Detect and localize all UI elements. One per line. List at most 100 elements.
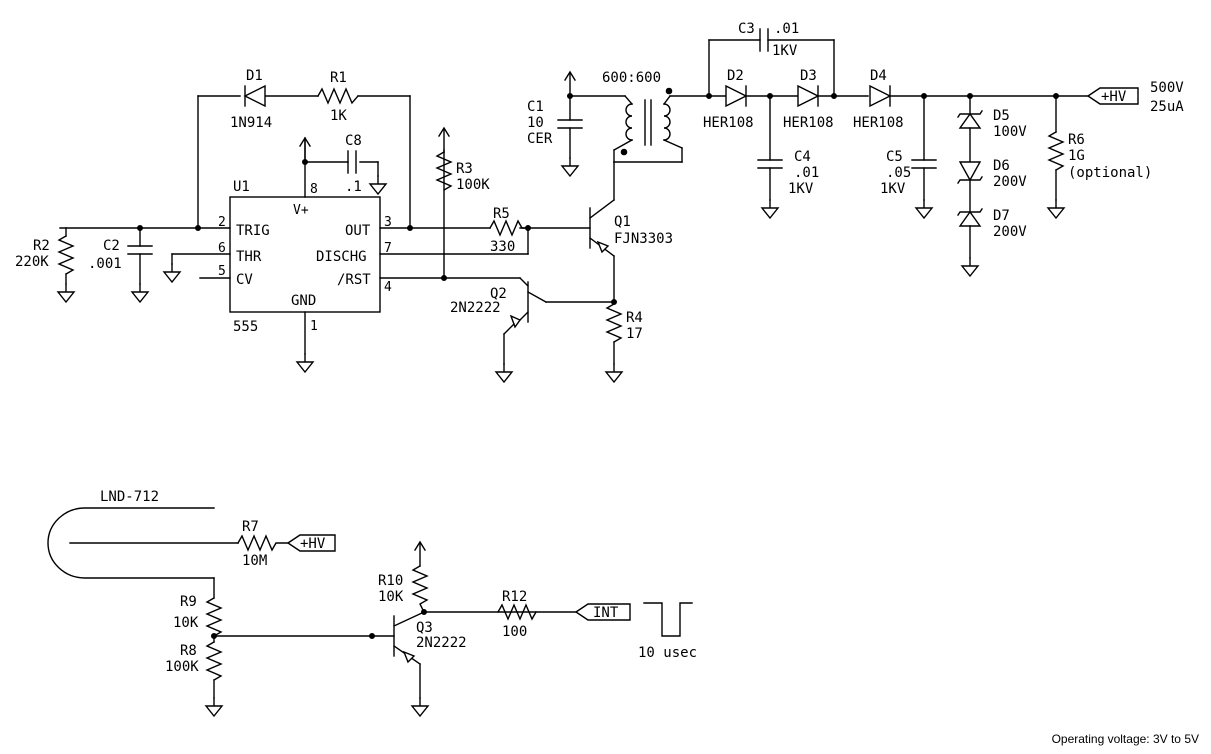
zener-chain: D5 100V D6 200V D7 200V bbox=[957, 95, 1027, 277]
resistor-r3: R3 100K bbox=[435, 127, 490, 193]
u1-ref: U1 bbox=[233, 179, 250, 195]
d6-value: 200V bbox=[993, 174, 1027, 190]
transformer-ratio: 600:600 bbox=[602, 70, 661, 86]
resistor-r7: R7 10M bbox=[237, 519, 289, 569]
pin-label-out: OUT bbox=[345, 223, 371, 239]
r12-ref: R12 bbox=[502, 589, 527, 605]
diode-d1: D1 1N914 bbox=[230, 68, 272, 131]
c2-ref: C2 bbox=[103, 238, 120, 254]
output-current: 25uA bbox=[1150, 99, 1184, 115]
pin-num-7: 7 bbox=[384, 241, 392, 256]
c4-rating: 1KV bbox=[788, 181, 814, 197]
d1-part: 1N914 bbox=[230, 115, 272, 131]
d4-ref: D4 bbox=[870, 68, 887, 84]
u1-part: 555 bbox=[233, 319, 258, 335]
c5-ref: C5 bbox=[886, 149, 903, 165]
diode-d4: D4 HER108 bbox=[853, 68, 904, 131]
resistor-r2: R2 220K bbox=[15, 227, 75, 303]
pin-label-vplus: V+ bbox=[293, 203, 309, 218]
d7-value: 200V bbox=[993, 224, 1027, 240]
d4-part: HER108 bbox=[853, 115, 904, 131]
transformer: 600:600 bbox=[602, 70, 727, 163]
pin-num-4: 4 bbox=[384, 280, 392, 295]
operating-voltage-note: Operating voltage: 3V to 5V bbox=[1051, 732, 1199, 746]
r2-ref: R2 bbox=[33, 238, 50, 254]
r6-note: (optional) bbox=[1068, 165, 1152, 181]
pin-label-rst: /RST bbox=[337, 272, 371, 288]
port-hv-out: +HV 500V 25uA bbox=[1086, 80, 1184, 115]
r3-value: 100K bbox=[456, 177, 490, 193]
pin-num-6: 6 bbox=[218, 241, 226, 256]
r4-ref: R4 bbox=[626, 310, 643, 326]
c5-rating: 1KV bbox=[880, 181, 906, 197]
capacitor-c8: C8 .1 bbox=[345, 133, 362, 195]
r10-ref: R10 bbox=[378, 573, 403, 589]
c1-value: 10 bbox=[527, 115, 544, 131]
timer-555-u1: U1 555 TRIG THR CV V+ OUT DISCHG /RST GN… bbox=[218, 179, 392, 335]
r2-value: 220K bbox=[15, 254, 49, 270]
resistor-r6: R6 1G (optional) bbox=[1047, 95, 1152, 219]
transistor-q1: Q1 FJN3303 bbox=[589, 161, 673, 303]
diode-d3: D3 HER108 bbox=[783, 68, 834, 131]
c1-ref: C1 bbox=[527, 99, 544, 115]
diode-d2: D2 HER108 bbox=[703, 68, 754, 131]
c1-type: CER bbox=[527, 131, 553, 147]
port-int: INT bbox=[574, 603, 631, 621]
capacitor-c5: C5 .05 1KV bbox=[880, 95, 937, 219]
r8-ref: R8 bbox=[180, 643, 197, 659]
resistor-r9: R9 10K bbox=[173, 594, 223, 637]
capacitor-c3: C3 .01 1KV bbox=[738, 21, 799, 59]
pin-num-3: 3 bbox=[384, 215, 392, 230]
r9-value: 10K bbox=[173, 615, 199, 631]
d6-ref: D6 bbox=[993, 158, 1010, 174]
q2-part: 2N2222 bbox=[450, 300, 501, 316]
port-hv-out-label: +HV bbox=[1101, 89, 1127, 105]
detector-wires bbox=[211, 609, 577, 643]
r9-ref: R9 bbox=[180, 594, 197, 610]
resistor-r10: R10 10K bbox=[378, 541, 429, 613]
pin-label-thr: THR bbox=[236, 249, 262, 265]
c4-ref: C4 bbox=[794, 149, 811, 165]
transistor-q3: Q3 2N2222 bbox=[393, 611, 467, 717]
r8-value: 100K bbox=[165, 659, 199, 675]
d5-ref: D5 bbox=[993, 108, 1010, 124]
c3-value: .01 bbox=[774, 21, 799, 37]
r4-value: 17 bbox=[626, 326, 643, 342]
q1-part: FJN3303 bbox=[614, 231, 673, 247]
pin-num-1: 1 bbox=[310, 319, 318, 334]
port-int-label: INT bbox=[593, 605, 619, 621]
gm-tube: LND-712 bbox=[47, 489, 239, 599]
c8-ref: C8 bbox=[345, 133, 362, 149]
r6-ref: R6 bbox=[1068, 132, 1085, 148]
pulse-waveform: 10 usec bbox=[638, 602, 697, 661]
pin-label-trig: TRIG bbox=[236, 223, 270, 239]
d3-ref: D3 bbox=[800, 68, 817, 84]
pin-num-5: 5 bbox=[218, 264, 226, 279]
d2-ref: D2 bbox=[727, 68, 744, 84]
pulse-label: 10 usec bbox=[638, 645, 697, 661]
pin-label-gnd: GND bbox=[291, 293, 316, 309]
pin-num-2: 2 bbox=[218, 215, 226, 230]
c5-value: .05 bbox=[886, 165, 911, 181]
multiplier-wires bbox=[706, 39, 1089, 99]
resistor-r5: R5 330 bbox=[489, 206, 529, 255]
q2-ref: Q2 bbox=[490, 286, 507, 302]
d3-part: HER108 bbox=[783, 115, 834, 131]
resistor-r1: R1 1K bbox=[317, 70, 359, 124]
c3-ref: C3 bbox=[738, 21, 755, 37]
r12-value: 100 bbox=[502, 624, 527, 640]
resistor-r12: R12 100 bbox=[497, 589, 537, 640]
d7-ref: D7 bbox=[993, 208, 1010, 224]
capacitor-c4: C4 .01 1KV bbox=[757, 95, 819, 219]
q3-ref: Q3 bbox=[416, 620, 433, 636]
d1-ref: D1 bbox=[246, 68, 263, 84]
tube-label: LND-712 bbox=[100, 489, 159, 505]
q3-part: 2N2222 bbox=[416, 635, 467, 651]
r7-value: 10M bbox=[242, 553, 267, 569]
q1-ref: Q1 bbox=[614, 214, 631, 230]
r5-value: 330 bbox=[490, 239, 515, 255]
capacitor-c2: C2 .001 bbox=[88, 227, 153, 303]
c2-value: .001 bbox=[88, 256, 122, 272]
capacitor-c1: C1 10 CER bbox=[527, 71, 626, 177]
